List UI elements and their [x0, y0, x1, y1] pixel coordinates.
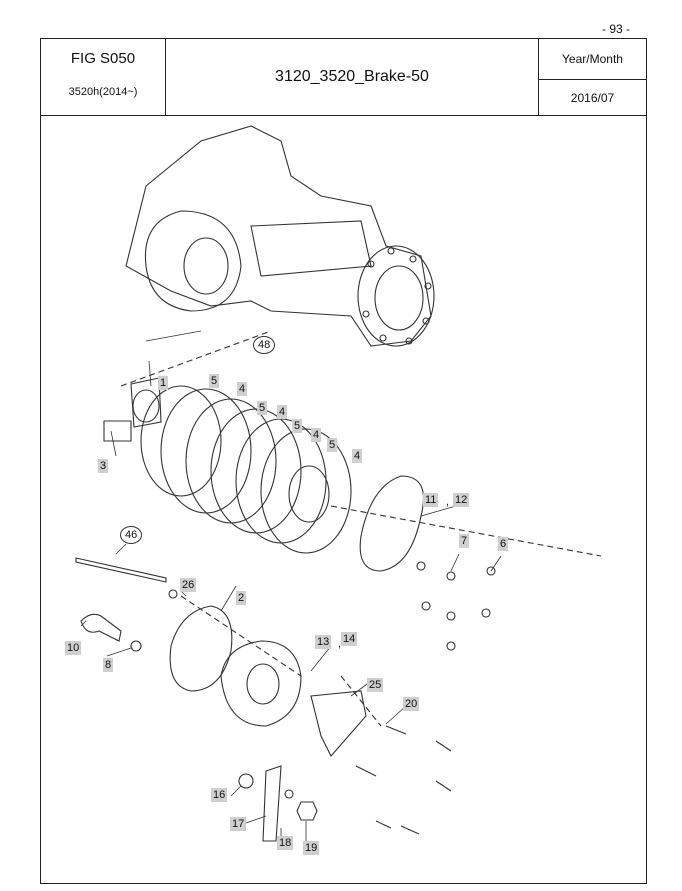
seal — [238, 773, 254, 789]
brake-cover — [220, 640, 302, 727]
figure-cell: FIG S050 3520h(2014~) — [41, 39, 166, 115]
callout-14: 14 — [341, 632, 358, 646]
callout-13: 13 — [315, 635, 332, 649]
flange-bolts — [362, 247, 432, 345]
brake-assembly-drawing — [75, 125, 602, 844]
housing-flange-left — [144, 210, 242, 312]
gasket — [169, 605, 233, 692]
comma-separator: , — [338, 638, 342, 650]
shaft-ring — [168, 589, 178, 599]
callout-6: 6 — [498, 537, 509, 551]
sheet-title: 3120_3520_Brake-50 — [166, 39, 539, 115]
callout-1: 1 — [158, 376, 169, 390]
brake-shaft — [75, 557, 167, 583]
callout-8: 8 — [103, 658, 114, 672]
callout-16: 16 — [211, 788, 228, 802]
callout-10: 10 — [65, 641, 82, 655]
washer — [284, 789, 294, 799]
date-cell: Year/Month 2016/07 — [539, 39, 646, 115]
callout-25: 25 — [367, 678, 384, 692]
axle-tube — [250, 220, 372, 277]
bracket — [310, 690, 367, 757]
callout-4: 4 — [311, 428, 322, 442]
model-range: 3520h(2014~) — [68, 86, 138, 98]
callout-3: 3 — [98, 459, 109, 473]
pressure-plate — [359, 475, 425, 572]
pin — [103, 420, 132, 442]
figure-code: FIG S050 — [70, 50, 136, 67]
axle-flange-bore — [374, 265, 424, 331]
housing-bore — [183, 237, 229, 295]
sheet-header: FIG S050 3520h(2014~) 3120_3520_Brake-50… — [41, 39, 646, 116]
exploded-parts-diagram: 48 1 5 4 5 4 5 4 5 4 3 11 , 12 46 7 6 26… — [41, 116, 646, 883]
axle-housing — [125, 125, 432, 347]
page-number: - 93 - — [601, 22, 630, 36]
year-month-label: Year/Month — [539, 39, 646, 80]
callout-19: 19 — [303, 841, 320, 855]
brake-disc-stack — [140, 385, 352, 554]
callout-4: 4 — [277, 405, 288, 419]
callout-4: 4 — [352, 449, 363, 463]
callout-5: 5 — [257, 401, 268, 415]
comma-separator: , — [446, 496, 450, 508]
callout-5: 5 — [327, 438, 338, 452]
callout-11: 11 — [423, 493, 439, 507]
splined-hub — [132, 389, 160, 423]
parts-sheet-frame: FIG S050 3520h(2014~) 3120_3520_Brake-50… — [40, 38, 647, 884]
callout-26: 26 — [180, 578, 197, 592]
nut — [296, 801, 318, 821]
cam-shaft — [80, 613, 122, 642]
year-month-value: 2016/07 — [570, 90, 615, 105]
o-ring-8 — [130, 640, 142, 652]
callout-7: 7 — [459, 534, 470, 548]
callout-46: 46 — [120, 526, 143, 544]
callout-5: 5 — [209, 374, 220, 388]
callout-4: 4 — [237, 382, 248, 396]
lever — [262, 765, 282, 842]
callout-2: 2 — [236, 591, 247, 605]
callout-48: 48 — [253, 336, 276, 354]
bolts — [355, 725, 452, 835]
callout-20: 20 — [403, 697, 420, 711]
springs — [416, 561, 496, 651]
callout-18: 18 — [277, 836, 294, 850]
assembly-axis-line — [120, 330, 602, 727]
callout-12: 12 — [453, 493, 470, 507]
axle-flange — [357, 245, 435, 347]
callout-17: 17 — [230, 817, 247, 831]
callout-5: 5 — [292, 419, 303, 433]
